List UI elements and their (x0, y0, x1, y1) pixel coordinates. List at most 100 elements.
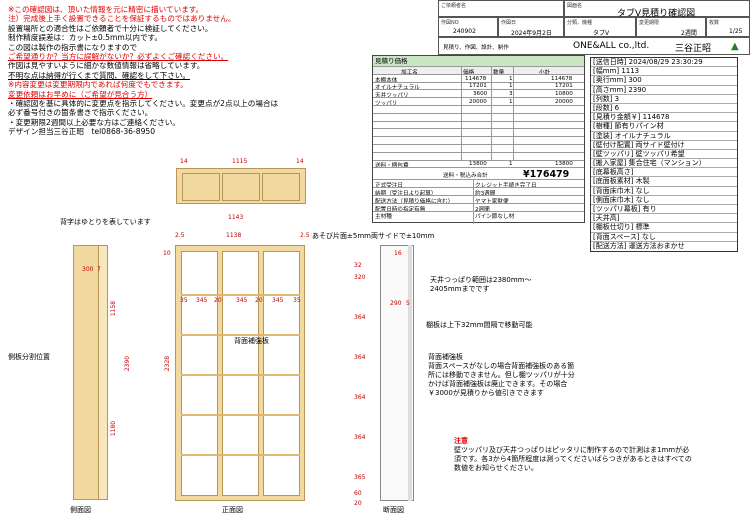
front-height-dim: 2328 (164, 355, 172, 372)
section-dim: 364 (354, 354, 366, 361)
spec-item: [樹種] 節有りパイン材 (591, 122, 737, 132)
spec-list: [送信日時] 2024/08/29 23:30:29 [幅mm] 1113 [奥… (590, 57, 738, 252)
deadline-cell: 変更期限 2週間 (636, 17, 706, 37)
option-row: 正式受注日クレジット手続き完了日 (373, 179, 584, 189)
note-line: 必ず番号付きの箇条書きで指示ください。 (8, 108, 153, 118)
shelf-note: 棚板は上下32mm間隔で移動可能 (426, 321, 533, 329)
adjust-note: あそび片面±5mm両サイドで±10mm (312, 232, 435, 240)
note-line: ・変更期限2週間以上必要な方はご連絡ください。 (8, 117, 180, 127)
side-depth-dim: 300 (82, 266, 94, 273)
section-dim: 16 (394, 250, 402, 257)
ceiling-note: 天井つっぱり範囲は2380mm～2405mmまでです (430, 276, 532, 293)
spec-item: [見積り金額￥] 114678 (591, 113, 737, 123)
caution-title: 注意 (454, 437, 468, 445)
split-note: 側板分割位置 (8, 353, 50, 361)
spec-item: [壁ツッパリ] 壁ツッパリ希望 (591, 150, 737, 160)
instruction-notes: ※この確認図は、頂いた情報を元に精密に描いています。 注）完成後上手く設置できる… (8, 5, 278, 137)
page-cell: 枚数 1/25 (706, 17, 750, 37)
customer-cell: ご依頼者名 (438, 0, 564, 17)
spec-item: [ツッパリ幕板] 有り (591, 205, 737, 215)
spec-item: [天井高] (591, 214, 737, 224)
option-row: 配送方法（見積り価格に含む）ヤマト家財便 (373, 195, 584, 205)
back-panel-label: 背面補強板 (234, 337, 269, 345)
note-line: デザイン担当三谷正昭 tel0868-36-8950 (8, 127, 156, 137)
total-row: 送料・税込み合計 ¥176479 (373, 167, 584, 180)
spec-item: [塗装] オイルナチュラル (591, 132, 737, 141)
section-dim: 365 (354, 474, 366, 481)
side-height-dim: 1158 (110, 300, 118, 317)
spec-item: [高さmm] 2390 (591, 86, 737, 95)
section-dim: 364 (354, 314, 366, 321)
category-cell: 分類、機種 タブV (564, 17, 636, 37)
date-cell: 作図日 2024年9月2日 (498, 17, 564, 37)
table-header: 加工名 価格 数量 小計 (373, 66, 584, 76)
designer-name: 三谷正昭 (675, 44, 712, 54)
spec-item: [配送方法] 運送方法おまかせ (593, 241, 685, 250)
company-cell: 見積り、作図、設計、制作 ONE&ALL co.,ltd. 三谷正昭 ▲ (438, 37, 750, 55)
tolerance-note: 背字はゆとりを表しています (60, 218, 151, 226)
col-width-dim: 345 (196, 297, 208, 304)
front-width-dim: 1138 (226, 232, 242, 239)
back-panel-note: 背面補強板 (428, 353, 463, 361)
order-no-cell: 作図NO 240902 (438, 17, 498, 37)
section-dim: 320 (354, 274, 366, 281)
spec-item: [側面床巾木] なし (591, 196, 737, 205)
option-row: 納期（受注日より起算）約3週間 (373, 187, 584, 197)
spec-item: [送信日時] 2024/08/29 23:30:29 (591, 58, 737, 68)
spec-item: [幅mm] 1113 (591, 67, 737, 77)
front-caption: 正面図 (222, 506, 243, 514)
note-line: 制作精度誤差は：カット±0.5mm以内です。 (8, 33, 162, 43)
side-view (73, 245, 101, 500)
col-width-dim: 345 (236, 297, 248, 304)
top-view (176, 168, 306, 204)
note-line: ※この確認図は、頂いた情報を元に精密に描いています。 (8, 5, 204, 14)
top-width-dim: 1115 (232, 158, 248, 165)
caution-note: 注意 壁ツッパリ及び天井つっぱりはピッタリに制作するので計測はま1mmが必須です… (454, 437, 694, 473)
note-line: ※内容変更は変更期限内であれば何度でもできます。 (8, 80, 188, 90)
section-dim: 364 (354, 394, 366, 401)
note-line: ご希望通りか？当方に誤解がないか？必ずよくご確認ください。 (8, 52, 229, 62)
spec-item: [背面床巾木] なし (591, 187, 737, 196)
note-line: 作図は見やすいように細かな数値情報は省略しています。 (8, 61, 205, 71)
col-width-dim: 20 (214, 297, 222, 304)
logo-icon: ▲ (731, 41, 739, 52)
drawing-cell: 図面名 タブV見積り確認図 (564, 0, 750, 19)
side-margin-dim: 2.5 (175, 232, 185, 239)
section-dim: 60 (354, 490, 362, 497)
spec-item: [背面スペース] なし (591, 233, 737, 242)
back-desc-note: 背面スペースがなしの場合背面補強板のある箇所には移動できません。但し棚ツッパリが… (428, 362, 575, 397)
section-dim: 32 (354, 262, 362, 269)
top-edge-dim: 14 (296, 158, 304, 165)
col-width-dim: 35 (293, 297, 301, 304)
caution-text: 壁ツッパリ及び天井つっぱりはピッタリに制作するので計測はま1mmが必須です。各3… (454, 446, 692, 472)
note-line: 注）完成後上手く設置できることを保証するものではありません。 (8, 14, 236, 24)
section-depth-dim: 290 (390, 300, 402, 307)
section-caption: 断面図 (383, 506, 404, 514)
drawing-title: タブV見積り確認図 (617, 9, 696, 19)
col-width-dim: 20 (255, 297, 263, 304)
side-depth-dim: 7 (97, 266, 101, 273)
spec-item: [段数] 6 (591, 104, 737, 114)
estimate-title: 見積り価格 (373, 56, 584, 66)
side-caption: 側面図 (70, 506, 91, 514)
section-dim: 364 (354, 434, 366, 441)
front-col-dim: 10 (163, 250, 171, 257)
title-block: ご依頼者名 図面名 タブV見積り確認図 作図NO 240902 作図日 2024… (438, 0, 750, 57)
col-width-dim: 345 (272, 297, 284, 304)
spec-item: [奥行mm] 300 (591, 76, 737, 86)
spec-item: [底面板素材] 木製 (591, 177, 737, 187)
spec-item: [棚板仕切り] 標準 (591, 223, 737, 233)
spec-item: [底幕板高さ] (591, 168, 737, 178)
note-line: この図は製作の指示書になりますので (8, 42, 138, 52)
total-height-dim: 2390 (124, 355, 132, 372)
option-row: 主材種パイン節なし材 (373, 210, 584, 220)
company-name: ONE&ALL co.,ltd. (573, 41, 650, 51)
col-width-dim: 35 (180, 297, 188, 304)
top-edge-dim: 14 (180, 158, 188, 165)
section-depth-dim: 5 (406, 300, 410, 307)
side-height-dim: 1180 (110, 420, 118, 437)
